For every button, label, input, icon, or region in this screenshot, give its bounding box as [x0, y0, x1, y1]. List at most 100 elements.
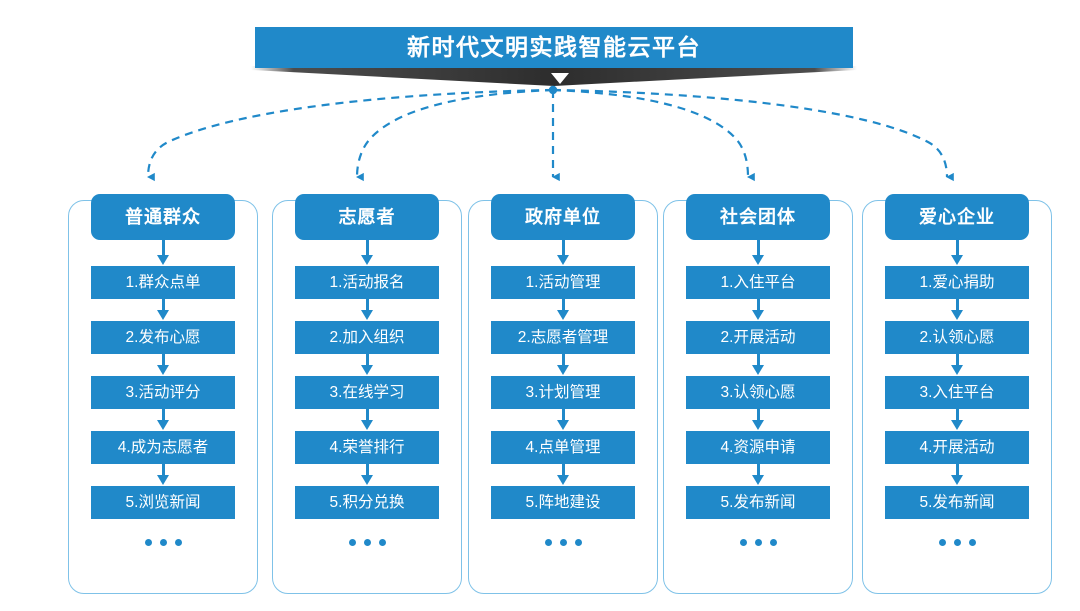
column-steps: 1.爱心捐助 2.认领心愿 3.入住平台 4.开展活动 5.发布新闻: [885, 240, 1029, 546]
step-label: 2.认领心愿: [919, 328, 995, 346]
more-items-ellipsis[interactable]: [938, 539, 976, 546]
arrow-down-icon: [751, 240, 765, 266]
column-caring-enterprise: 爱心企业 1.爱心捐助 2.认领心愿 3.入住平台 4.开展活动 5.发布新闻: [862, 186, 1052, 594]
step-label: 2.志愿者管理: [517, 328, 609, 346]
more-items-ellipsis[interactable]: [348, 539, 386, 546]
step-label: 5.发布新闻: [720, 493, 796, 511]
column-steps: 1.群众点单 2.发布心愿 3.活动评分 4.成为志愿者 5.浏览新闻: [91, 240, 235, 546]
connector-to-column-4: [552, 88, 755, 182]
arrow-down-icon: [556, 464, 570, 486]
step-label: 3.计划管理: [525, 383, 601, 401]
arrow-down-icon: [556, 354, 570, 376]
role-columns: 普通群众 1.群众点单 2.发布心愿 3.活动评分 4.成为志愿者 5.浏览新闻…: [0, 186, 1080, 601]
column-title: 志愿者: [338, 207, 396, 227]
step-item[interactable]: 4.成为志愿者: [91, 431, 235, 464]
arrow-down-icon: [156, 464, 170, 486]
step-label: 1.入住平台: [720, 273, 796, 291]
step-label: 1.爱心捐助: [919, 273, 995, 291]
step-item[interactable]: 5.积分兑换: [295, 486, 439, 519]
step-label: 3.认领心愿: [720, 383, 796, 401]
column-header-volunteer[interactable]: 志愿者: [295, 194, 439, 240]
step-item[interactable]: 4.资源申请: [686, 431, 830, 464]
arrow-down-icon: [360, 240, 374, 266]
column-steps: 1.活动报名 2.加入组织 3.在线学习 4.荣誉排行 5.积分兑换: [295, 240, 439, 546]
step-item[interactable]: 2.志愿者管理: [491, 321, 635, 354]
connector-to-column-2: [355, 88, 554, 182]
column-title: 社会团体: [720, 207, 796, 227]
step-item[interactable]: 1.入住平台: [686, 266, 830, 299]
column-ordinary-public: 普通群众 1.群众点单 2.发布心愿 3.活动评分 4.成为志愿者 5.浏览新闻: [68, 186, 258, 594]
step-item[interactable]: 1.活动管理: [491, 266, 635, 299]
step-label: 5.积分兑换: [329, 493, 405, 511]
step-item[interactable]: 5.阵地建设: [491, 486, 635, 519]
step-item[interactable]: 2.认领心愿: [885, 321, 1029, 354]
arrow-down-icon: [360, 464, 374, 486]
platform-banner: 新时代文明实践智能云平台: [251, 27, 857, 87]
step-label: 4.荣誉排行: [329, 438, 405, 456]
step-item[interactable]: 5.发布新闻: [885, 486, 1029, 519]
step-label: 1.活动管理: [525, 273, 601, 291]
down-triangle-icon: [551, 73, 569, 84]
step-item[interactable]: 5.发布新闻: [686, 486, 830, 519]
more-items-ellipsis[interactable]: [144, 539, 182, 546]
column-header-government-unit[interactable]: 政府单位: [491, 194, 635, 240]
arrow-down-icon: [156, 240, 170, 266]
step-item[interactable]: 4.荣誉排行: [295, 431, 439, 464]
step-label: 5.发布新闻: [919, 493, 995, 511]
step-item[interactable]: 3.活动评分: [91, 376, 235, 409]
column-header-caring-enterprise[interactable]: 爱心企业: [885, 194, 1029, 240]
arrow-down-icon: [156, 354, 170, 376]
step-item[interactable]: 2.加入组织: [295, 321, 439, 354]
step-item[interactable]: 4.点单管理: [491, 431, 635, 464]
arrow-down-icon: [751, 299, 765, 321]
arrow-down-icon: [950, 299, 964, 321]
step-item[interactable]: 4.开展活动: [885, 431, 1029, 464]
step-label: 2.加入组织: [329, 328, 405, 346]
arrow-down-icon: [360, 299, 374, 321]
step-label: 2.开展活动: [720, 328, 796, 346]
step-item[interactable]: 1.爱心捐助: [885, 266, 1029, 299]
step-label: 2.发布心愿: [125, 328, 201, 346]
step-item[interactable]: 2.发布心愿: [91, 321, 235, 354]
connector-to-column-1: [146, 88, 554, 182]
step-item[interactable]: 1.活动报名: [295, 266, 439, 299]
step-item[interactable]: 3.在线学习: [295, 376, 439, 409]
step-item[interactable]: 3.计划管理: [491, 376, 635, 409]
step-label: 4.成为志愿者: [117, 438, 209, 456]
step-label: 5.浏览新闻: [125, 493, 201, 511]
step-label: 1.活动报名: [329, 273, 405, 291]
connector-to-column-5: [552, 88, 954, 182]
column-title: 普通群众: [125, 207, 201, 227]
more-items-ellipsis[interactable]: [544, 539, 582, 546]
column-title: 政府单位: [525, 207, 601, 227]
step-label: 4.点单管理: [525, 438, 601, 456]
arrow-down-icon: [751, 464, 765, 486]
step-item[interactable]: 3.认领心愿: [686, 376, 830, 409]
step-label: 4.资源申请: [720, 438, 796, 456]
column-title: 爱心企业: [919, 207, 995, 227]
step-label: 4.开展活动: [919, 438, 995, 456]
arrow-down-icon: [950, 354, 964, 376]
step-label: 1.群众点单: [125, 273, 201, 291]
arrow-down-icon: [556, 409, 570, 431]
step-label: 3.在线学习: [329, 383, 405, 401]
arrow-down-icon: [751, 354, 765, 376]
column-header-social-group[interactable]: 社会团体: [686, 194, 830, 240]
arrow-down-icon: [950, 409, 964, 431]
more-items-ellipsis[interactable]: [739, 539, 777, 546]
step-item[interactable]: 1.群众点单: [91, 266, 235, 299]
arrow-down-icon: [556, 240, 570, 266]
step-item[interactable]: 3.入住平台: [885, 376, 1029, 409]
step-item[interactable]: 2.开展活动: [686, 321, 830, 354]
column-steps: 1.入住平台 2.开展活动 3.认领心愿 4.资源申请 5.发布新闻: [686, 240, 830, 546]
step-label: 5.阵地建设: [525, 493, 601, 511]
column-steps: 1.活动管理 2.志愿者管理 3.计划管理 4.点单管理 5.阵地建设: [491, 240, 635, 546]
column-header-ordinary-public[interactable]: 普通群众: [91, 194, 235, 240]
arrow-down-icon: [950, 240, 964, 266]
arrow-down-icon: [556, 299, 570, 321]
platform-title: 新时代文明实践智能云平台: [407, 34, 701, 60]
arrow-down-icon: [950, 464, 964, 486]
step-item[interactable]: 5.浏览新闻: [91, 486, 235, 519]
column-government-unit: 政府单位 1.活动管理 2.志愿者管理 3.计划管理 4.点单管理 5.阵地建设: [468, 186, 658, 594]
